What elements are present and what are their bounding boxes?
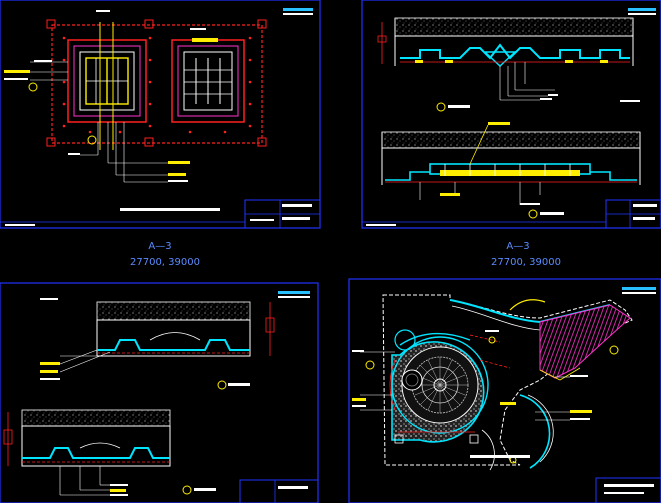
section-upper (377, 17, 640, 112)
title-block (239, 479, 319, 503)
sheet-top-left (0, 0, 321, 229)
sheet-frame (0, 0, 321, 229)
plan-title (470, 455, 530, 458)
sheet-frame (361, 0, 661, 229)
sheet-label-coords: 27700, 39000 (491, 257, 561, 268)
ceiling-panel-right (171, 38, 245, 123)
sheet-frame (348, 278, 661, 503)
ceiling-panel-left (67, 22, 147, 150)
magenta-feature-wall (539, 304, 631, 379)
title-block (595, 477, 661, 503)
title-block (362, 199, 661, 229)
sheet-bottom-left (0, 282, 319, 503)
rotunda (389, 332, 489, 444)
elevation-lower (3, 409, 216, 496)
section-lower (381, 122, 641, 219)
sheet-label-left: A—3 27700, 39000 (130, 241, 200, 268)
section-marker-icon (28, 82, 38, 92)
sheet-frame (0, 282, 319, 503)
sheet-bottom-right (348, 278, 661, 503)
drawing-title (120, 208, 220, 211)
sheet-label-name: A—3 (506, 241, 529, 252)
room-outline (51, 24, 263, 144)
elevation-upper (40, 298, 275, 390)
sheet-label-coords: 27700, 39000 (130, 257, 200, 268)
sheet-top-right (361, 0, 661, 229)
sheet-label-right: A—3 27700, 39000 (491, 241, 561, 268)
sheet-label-name: A—3 (148, 241, 171, 252)
title-block (0, 199, 321, 229)
